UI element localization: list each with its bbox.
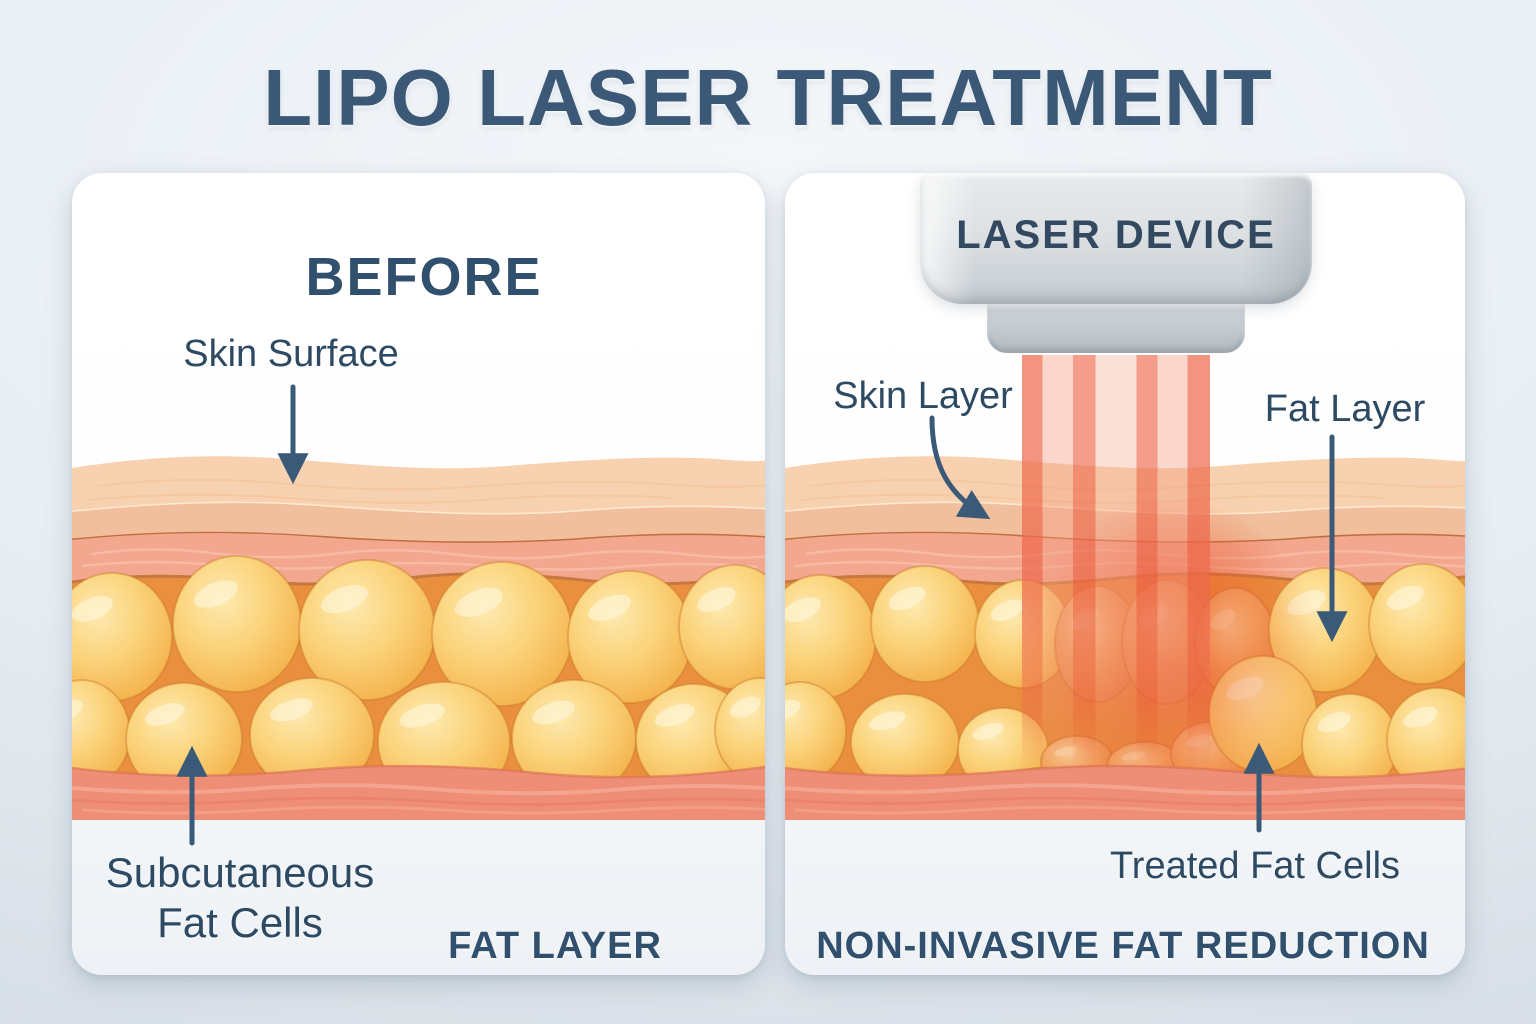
skin-cross-section-before — [72, 456, 765, 820]
laser-beams — [1022, 355, 1210, 770]
before-panel: BEFORE — [72, 173, 765, 975]
fat-layer-caption: FAT LAYER — [448, 925, 662, 967]
fat-layer — [72, 556, 765, 802]
before-labels: Skin Surface Subcutaneous Fat Cells FAT … — [72, 173, 765, 975]
skin-surface-label: Skin Surface — [183, 333, 399, 375]
fat-layer-label: Fat Layer — [1264, 388, 1426, 430]
treated-fat-cells-label: Treated Fat Cells — [1109, 845, 1401, 887]
before-heading: BEFORE — [305, 247, 543, 307]
subcutaneous-label-line1: Subcutaneous — [105, 849, 375, 896]
after-panel: LASER DEVICE Skin Layer Fat Layer Treate… — [785, 173, 1465, 975]
non-invasive-caption: NON-INVASIVE FAT REDUCTION — [816, 925, 1430, 967]
after-labels: Skin Layer Fat Layer Treated Fat Cells N… — [785, 173, 1465, 975]
subcutaneous-label-line2: Fat Cells — [157, 899, 323, 946]
bottom-tissue-layer-after — [785, 764, 1465, 820]
skin-layer-label: Skin Layer — [833, 375, 1013, 417]
page-title: LIPO LASER TREATMENT — [263, 53, 1273, 142]
laser-device-nozzle — [987, 303, 1245, 353]
laser-device: LASER DEVICE — [920, 173, 1312, 304]
laser-device-label: LASER DEVICE — [956, 213, 1276, 257]
subcutaneous-fat-cells-label: Subcutaneous Fat Cells — [106, 848, 375, 948]
bottom-tissue-layer — [72, 764, 765, 820]
